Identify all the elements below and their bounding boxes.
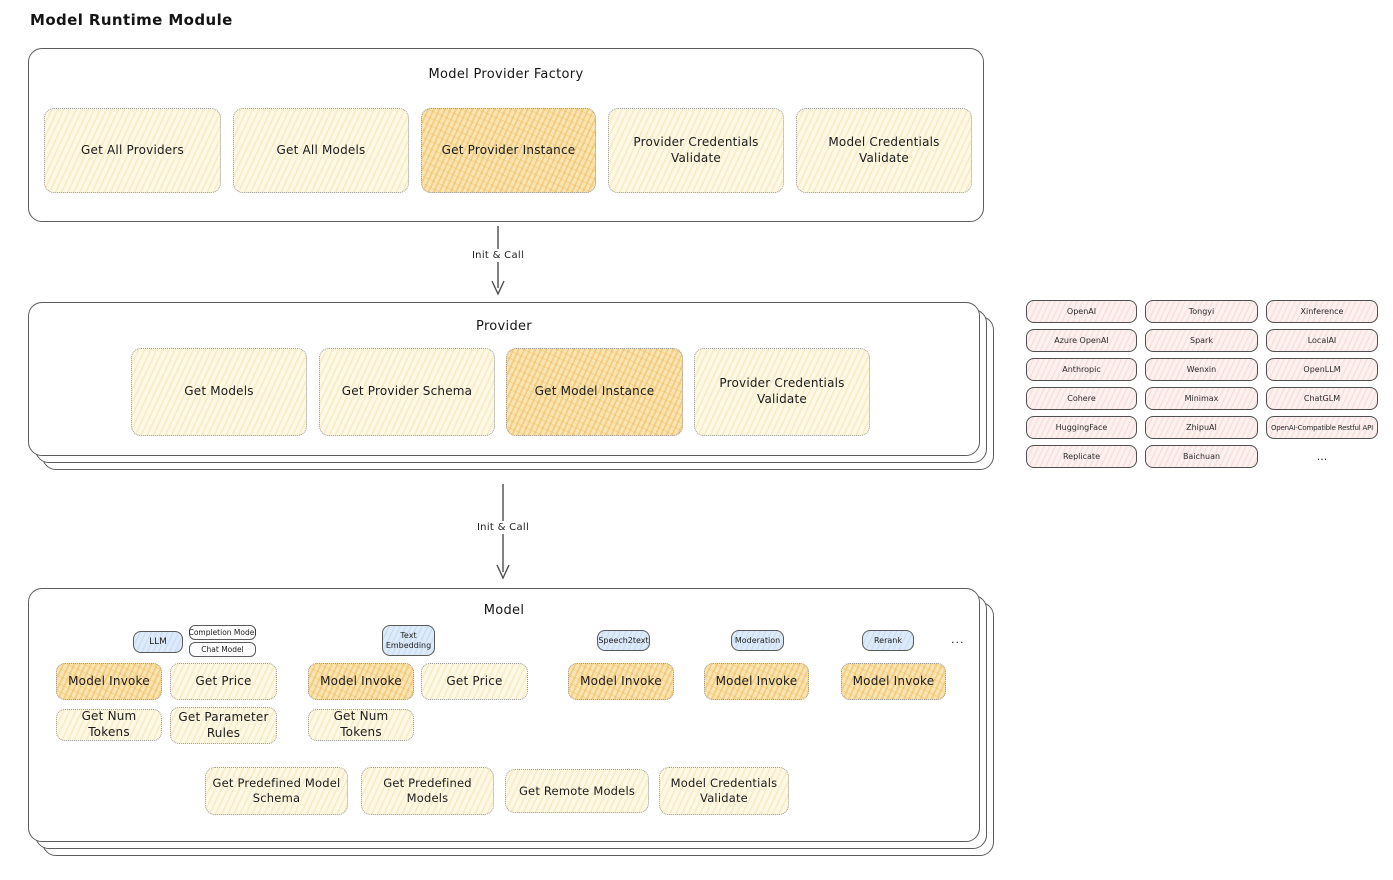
get-num-tokens-llm-box: Get Num Tokens bbox=[56, 709, 162, 741]
factory-box-get-provider-instance: Get Provider Instance bbox=[421, 108, 596, 193]
model-type-completion-model: Completion Model bbox=[189, 625, 256, 640]
provider-chip-wenxin: Wenxin bbox=[1145, 358, 1258, 381]
model-type-rerank: Rerank bbox=[862, 630, 914, 651]
model-credentials-validate-box: Model Credentials Validate bbox=[659, 767, 789, 815]
model-type-text-embedding: Text Embedding bbox=[382, 625, 435, 656]
provider-title: Provider bbox=[476, 319, 532, 334]
provider-chip-minimax: Minimax bbox=[1145, 387, 1258, 410]
model-invoke-speech2text-box: Model Invoke bbox=[568, 663, 674, 700]
model-invoke-text-embedding-box: Model Invoke bbox=[308, 663, 414, 700]
provider-chip-zhipuai: ZhipuAI bbox=[1145, 416, 1258, 439]
factory-title: Model Provider Factory bbox=[428, 67, 584, 82]
factory-box-get-all-models: Get All Models bbox=[233, 108, 409, 193]
model-type-speech2text: Speech2text bbox=[597, 630, 650, 651]
get-price-llm-box: Get Price bbox=[170, 663, 277, 700]
model-type-llm: LLM bbox=[133, 631, 183, 653]
factory-box-get-all-providers: Get All Providers bbox=[44, 108, 221, 193]
get-num-tokens-text-embedding-box: Get Num Tokens bbox=[308, 709, 414, 741]
provider-chip-chatglm: ChatGLM bbox=[1266, 387, 1378, 410]
provider-chip-tongyi: Tongyi bbox=[1145, 300, 1258, 323]
model-type-chat-model: Chat Model bbox=[189, 642, 256, 657]
model-invoke-rerank-box: Model Invoke bbox=[841, 663, 946, 700]
provider-chip-baichuan: Baichuan bbox=[1145, 445, 1258, 468]
get-price-text-embedding-box: Get Price bbox=[421, 663, 528, 700]
provider-chip-localai: LocalAI bbox=[1266, 329, 1378, 352]
provider-list-ellipsis: ... bbox=[1316, 450, 1328, 463]
model-types-ellipsis: ... bbox=[951, 633, 965, 646]
model-invoke-llm-box: Model Invoke bbox=[56, 663, 162, 700]
provider-chip-cohere: Cohere bbox=[1026, 387, 1137, 410]
provider-box-get-model-instance: Get Model Instance bbox=[506, 348, 683, 436]
factory-box-model-credentials-validate: Model Credentials Validate bbox=[796, 108, 972, 193]
provider-box-get-models: Get Models bbox=[131, 348, 307, 436]
provider-box-get-provider-schema: Get Provider Schema bbox=[319, 348, 495, 436]
provider-container: Provider Get Models Get Provider Schema … bbox=[28, 302, 980, 456]
factory-box-provider-credentials-validate: Provider Credentials Validate bbox=[608, 108, 784, 193]
arrow-label-init-call-1: Init & Call bbox=[456, 249, 540, 262]
get-predefined-model-schema-box: Get Predefined Model Schema bbox=[205, 767, 348, 815]
provider-chip-spark: Spark bbox=[1145, 329, 1258, 352]
model-container: Model LLM Completion Model Chat Model Te… bbox=[28, 588, 980, 842]
provider-chip-openllm: OpenLLM bbox=[1266, 358, 1378, 381]
arrow-label-init-call-2: Init & Call bbox=[461, 521, 545, 534]
provider-chip-xinference: Xinference bbox=[1266, 300, 1378, 323]
provider-chip-openai-compatible: OpenAI-Compatible Restful API bbox=[1266, 416, 1378, 439]
provider-chip-openai: OpenAI bbox=[1026, 300, 1137, 323]
model-type-moderation: Moderation bbox=[731, 630, 784, 651]
provider-box-provider-credentials-validate: Provider Credentials Validate bbox=[694, 348, 870, 436]
provider-chip-azure-openai: Azure OpenAI bbox=[1026, 329, 1137, 352]
provider-chip-huggingface: HuggingFace bbox=[1026, 416, 1137, 439]
page-title: Model Runtime Module bbox=[30, 11, 233, 29]
get-predefined-models-box: Get Predefined Models bbox=[361, 767, 494, 815]
model-title: Model bbox=[483, 603, 525, 618]
get-parameter-rules-box: Get Parameter Rules bbox=[170, 707, 277, 744]
provider-chip-anthropic: Anthropic bbox=[1026, 358, 1137, 381]
factory-container: Model Provider Factory Get All Providers… bbox=[28, 48, 984, 222]
provider-chip-replicate: Replicate bbox=[1026, 445, 1137, 468]
model-invoke-moderation-box: Model Invoke bbox=[704, 663, 809, 700]
provider-list-grid: OpenAI Tongyi Xinference Azure OpenAI Sp… bbox=[1026, 300, 1378, 468]
get-remote-models-box: Get Remote Models bbox=[505, 769, 649, 813]
